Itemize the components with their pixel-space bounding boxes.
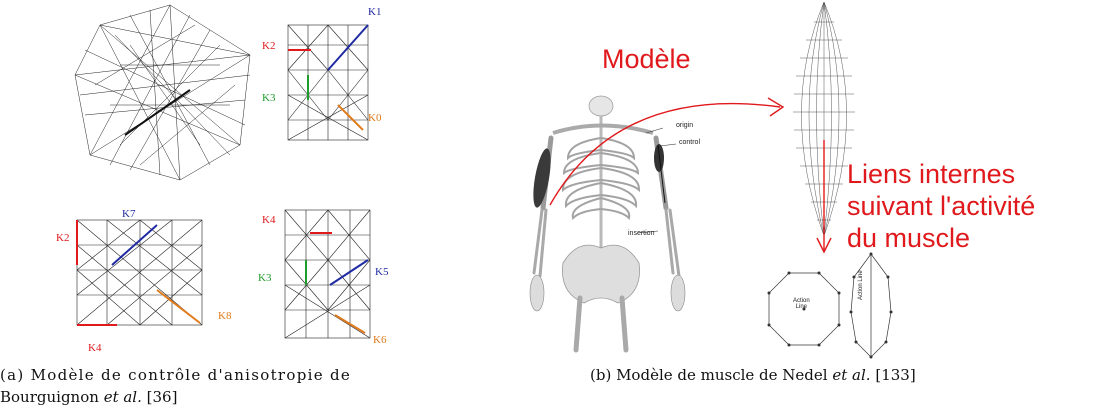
mesh-cube-k0-k3 (283, 20, 383, 150)
caption-b-main: (b) Modèle de muscle de Nedel (590, 366, 828, 384)
mesh-cube-k5-k6 (280, 205, 380, 345)
note-line-1: Liens internes (847, 158, 1035, 190)
label-k7: K7 (122, 208, 135, 220)
label-k2: K2 (262, 40, 275, 52)
label-k3: K3 (262, 92, 275, 104)
caption-a-ref: [36] (147, 388, 178, 406)
label-k2-bottom: K2 (56, 232, 69, 244)
label-k6: K6 (373, 334, 386, 346)
note-line-2: suivant l'activité (847, 190, 1035, 222)
caption-b-ref: [133] (875, 366, 915, 384)
label-k4-right: K4 (262, 214, 275, 226)
caption-a-author: Bourguignon (0, 388, 99, 406)
note-line-3: du muscle (847, 222, 1035, 254)
label-k5: K5 (375, 266, 388, 278)
caption-a-line1: (a) Modèle de contrôle d'anisotropie de (0, 364, 450, 386)
action-line-label-1: Action Line (793, 298, 810, 310)
caption-b: (b) Modèle de muscle de Nedel et al. [13… (590, 364, 1030, 386)
mesh-tilted-cube (70, 5, 270, 185)
caption-a: (a) Modèle de contrôle d'anisotropie de … (0, 364, 450, 408)
annotation-insertion: insertion (628, 230, 654, 237)
label-k0: K0 (368, 112, 381, 124)
panel-b-title: Modèle (602, 44, 691, 75)
label-k3-right: K3 (258, 272, 271, 284)
caption-b-etal: et al. (832, 366, 870, 384)
label-k1: K1 (368, 6, 381, 18)
red-arc-arrow (548, 95, 798, 215)
action-line-label-2: Action Line (858, 270, 864, 300)
caption-a-etal: et al. (104, 388, 142, 406)
action-line-octagon (764, 270, 844, 350)
label-k8: K8 (218, 310, 231, 322)
red-down-arrow (814, 140, 834, 260)
label-k4-bottom: K4 (88, 342, 101, 354)
action-line-elongated (846, 252, 896, 362)
internal-links-note: Liens internes suivant l'activité du mus… (847, 158, 1035, 254)
caption-a-line2: Bourguignon et al. [36] (0, 386, 450, 408)
mesh-cube-k7-k8 (72, 215, 212, 335)
